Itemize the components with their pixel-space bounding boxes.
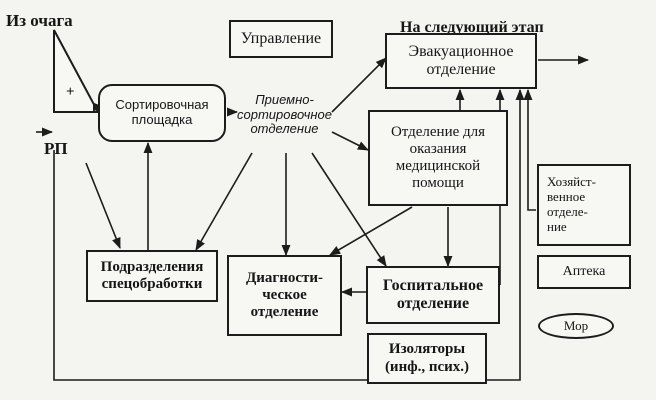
pharmacy-node: Аптека (537, 255, 631, 289)
arrow-medical-to-diagnostic (329, 206, 413, 256)
source-triangle (53, 29, 100, 113)
medical-care-node: Отделение для оказания медицинской помощ… (368, 110, 508, 206)
hospital-node: Госпитальное отделение (366, 266, 500, 324)
household-node: Хозяйст- венное отделе- ние (537, 164, 631, 246)
diagnostic-node: Диагности- ческое отделение (227, 255, 342, 336)
arrow-reception-to-special (195, 152, 253, 251)
special-processing-node: Подразделения спецобработки (86, 250, 218, 302)
reception-node: Приемно- сортировочное отделение (237, 91, 332, 137)
arrow-reception-to-medical (331, 131, 370, 151)
isolators-node: Изоляторы (инф., псих.) (367, 333, 487, 384)
next-stage-label: На следующий этап (400, 19, 544, 36)
rp-label: РП (44, 139, 68, 158)
evacuation-node: Эвакуационное отделение (385, 33, 537, 89)
arrow-rp-to-special (85, 162, 121, 250)
arrow-reception-to-evacuation (331, 57, 387, 113)
outer-loop-line (53, 88, 525, 381)
arrow-services-to-evacuation (523, 88, 536, 211)
sorting-area-node: Сортировочная площадка (98, 84, 226, 142)
morgue-node: Мор (538, 313, 614, 339)
management-node: Управление (229, 20, 333, 58)
arrow-reception-to-hospital (311, 152, 387, 267)
plus-sign: + (66, 84, 75, 100)
source-label: Из очага (6, 11, 73, 30)
